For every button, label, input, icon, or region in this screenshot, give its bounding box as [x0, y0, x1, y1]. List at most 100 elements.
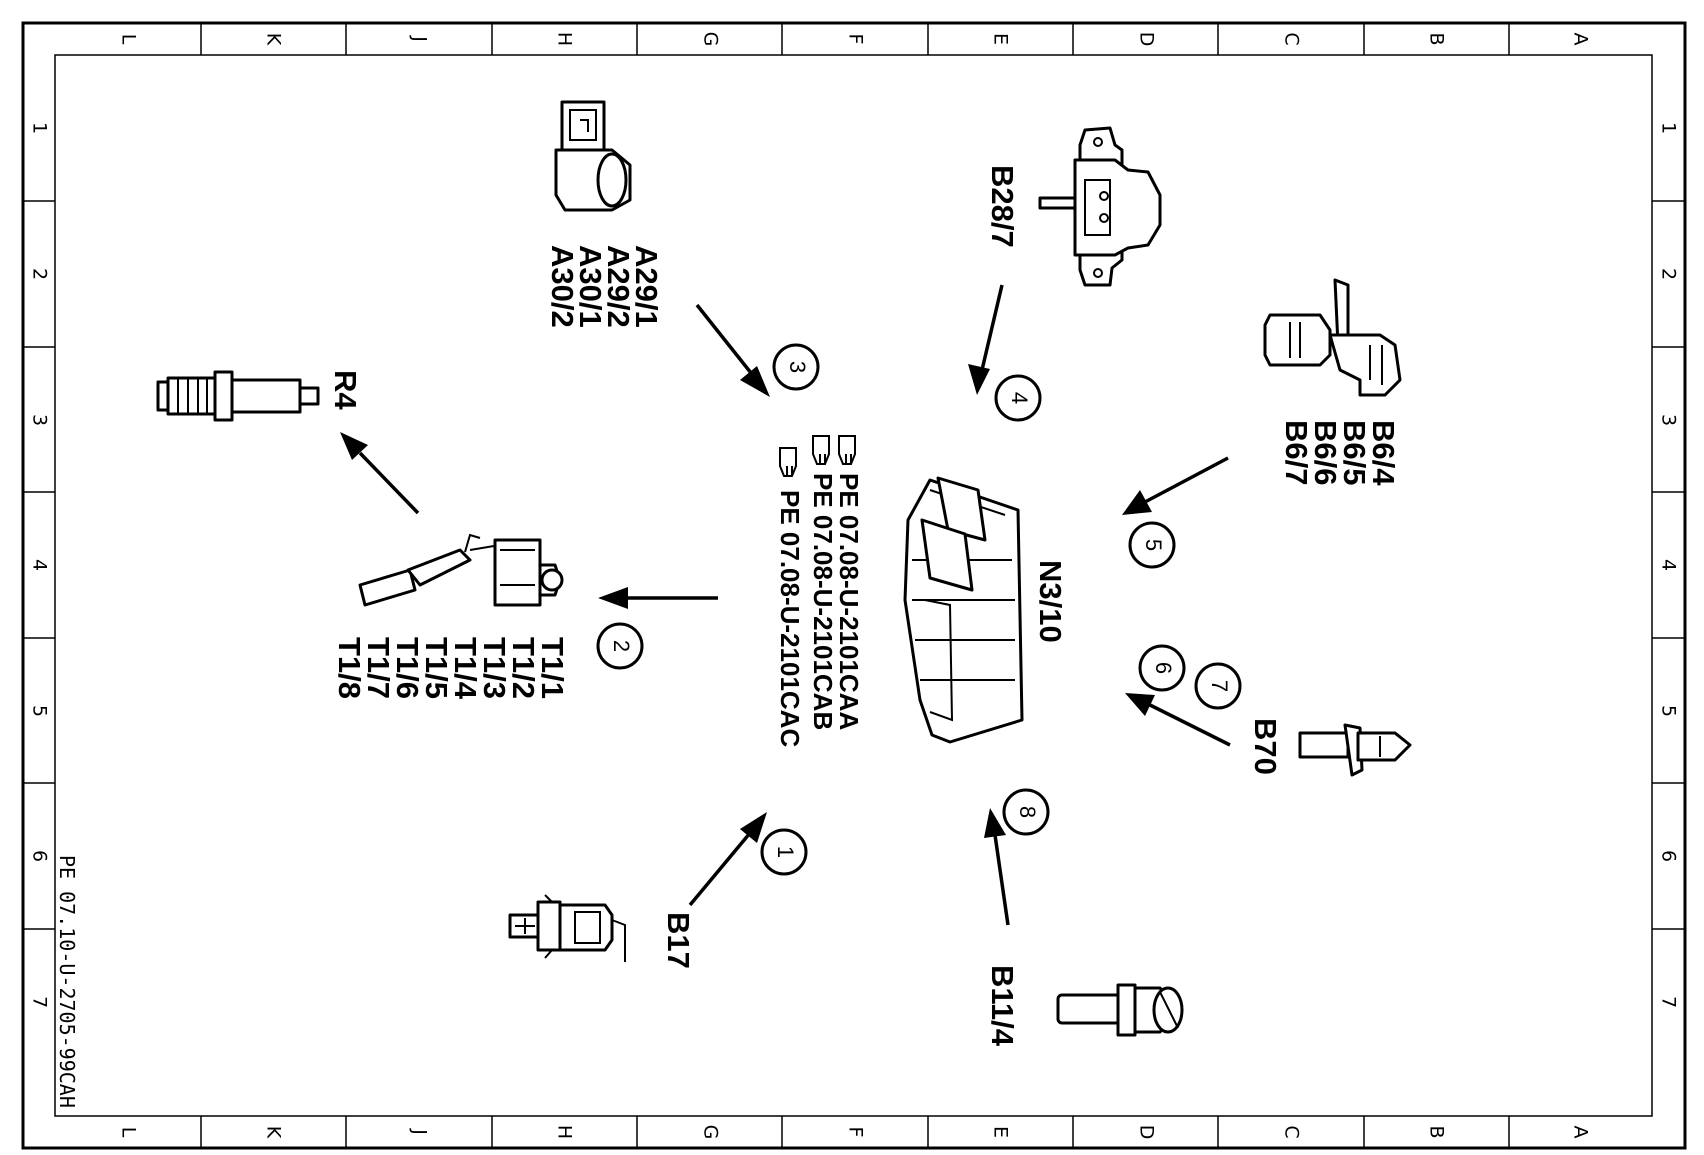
- row-label: 2: [29, 268, 51, 280]
- label-b17: B17: [661, 912, 696, 969]
- col-label: D: [1136, 32, 1158, 47]
- callout-8: 8: [1002, 788, 1050, 836]
- col-label: D: [1136, 1125, 1158, 1140]
- col-label: C: [1281, 1125, 1303, 1138]
- row-label: 1: [29, 122, 51, 134]
- column-labels-top: L K J H G F E D C B A: [118, 32, 1592, 47]
- injector-a29-a30: [554, 100, 632, 212]
- hand-pointer-icon: [812, 435, 830, 465]
- svg-text:5: 5: [1141, 539, 1166, 551]
- col-label: G: [700, 32, 722, 47]
- label-b6-4: B6/4: [1366, 420, 1401, 486]
- label-t1-1: T1/1: [535, 637, 570, 699]
- label-b28-7: B28/7: [985, 165, 1020, 248]
- ignition-coil-t1: [358, 533, 564, 607]
- label-b6-6: B6/6: [1308, 420, 1343, 485]
- arrow-step-2: [598, 587, 718, 609]
- drawing-frame: [21, 21, 1687, 1150]
- row-label: 4: [29, 559, 51, 571]
- label-t1-4: T1/4: [448, 637, 483, 700]
- svg-text:3: 3: [785, 361, 810, 373]
- callout-7: 7: [1194, 662, 1242, 710]
- label-b70: B70: [1248, 718, 1283, 775]
- col-label: E: [990, 1126, 1012, 1138]
- col-label: L: [118, 1127, 140, 1138]
- row-labels-left: 1 2 3 4 5 6 7: [29, 122, 51, 1008]
- row-label: 2: [1658, 268, 1680, 280]
- svg-text:8: 8: [1015, 806, 1040, 818]
- col-label: H: [554, 1125, 576, 1139]
- col-label: A: [1570, 33, 1592, 46]
- label-t1-7: T1/7: [361, 637, 396, 699]
- col-label: L: [118, 34, 140, 45]
- arrow-step-8: [984, 808, 1010, 926]
- crankshaft-sensor-b70: [1298, 723, 1412, 777]
- hand-pointer-icon: [779, 447, 797, 477]
- row-label: 6: [1658, 850, 1680, 862]
- svg-text:2: 2: [609, 640, 634, 652]
- callout-5: 5: [1128, 521, 1176, 569]
- reference-cab: PE 07.08-U-2101CAB: [808, 473, 838, 730]
- control-unit-n3-10: N3/10: [903, 476, 1068, 744]
- camshaft-sensor-b6: [1263, 278, 1402, 397]
- row-label: 3: [29, 414, 51, 426]
- spark-plug-r4: [156, 370, 320, 422]
- col-label: H: [554, 32, 576, 46]
- callout-2: 2: [596, 622, 644, 670]
- pressure-sensor-b28-7: [1038, 126, 1162, 287]
- row-label: 5: [29, 705, 51, 717]
- row-label: 7: [1658, 996, 1680, 1008]
- row-label: 1: [1658, 122, 1680, 134]
- col-label: F: [845, 34, 867, 45]
- col-label: F: [845, 1127, 867, 1138]
- col-label: J: [409, 1128, 431, 1135]
- col-label: C: [1281, 32, 1303, 45]
- label-n3-10: N3/10: [1033, 560, 1068, 643]
- col-label: E: [990, 33, 1012, 45]
- label-a30-1: A30/1: [573, 245, 608, 328]
- label-b6-5: B6/5: [1337, 420, 1372, 485]
- row-labels-right: 1 2 3 4 5 6 7: [1658, 122, 1680, 1008]
- col-label: K: [263, 1126, 285, 1139]
- row-label: 3: [1658, 414, 1680, 426]
- row-label: 7: [29, 996, 51, 1008]
- callout-6: 6: [1138, 644, 1186, 692]
- label-a29-2: A29/2: [601, 245, 636, 328]
- label-b11-4: B11/4: [985, 965, 1020, 1047]
- column-labels-bottom: L K J H G F E D C B A: [118, 1125, 1592, 1140]
- reference-caa: PE 07.08-U-2101CAA: [834, 473, 864, 730]
- svg-text:4: 4: [1007, 392, 1032, 404]
- air-temp-sensor-b17: [508, 894, 626, 962]
- arrow-step-5: [1122, 456, 1229, 515]
- arrow-step-6-7: [1125, 693, 1231, 747]
- arrow-step-4: [968, 284, 1004, 395]
- row-label: 4: [1658, 559, 1680, 571]
- arrow-step-1: [688, 812, 767, 907]
- document-code: PE 07.10-U-2705-99CAH: [55, 855, 79, 1108]
- label-a30-2: A30/2: [545, 245, 580, 328]
- col-label: B: [1426, 1125, 1448, 1138]
- label-a29-1: A29/1: [629, 245, 664, 328]
- svg-text:6: 6: [1151, 662, 1176, 674]
- svg-text:1: 1: [773, 846, 798, 858]
- col-label: G: [700, 1125, 722, 1140]
- label-b6-7: B6/7: [1279, 420, 1314, 485]
- label-t1-5: T1/5: [419, 637, 454, 699]
- col-label: B: [1426, 32, 1448, 45]
- label-t1-8: T1/8: [332, 637, 367, 699]
- center-references: PE 07.08-U-2101CAA PE 07.08-U-2101CAB PE…: [775, 435, 864, 747]
- temperature-sensor-b11-4: [1056, 983, 1184, 1037]
- row-label: 5: [1658, 705, 1680, 717]
- label-t1-2: T1/2: [506, 637, 541, 699]
- reference-cac: PE 07.08-U-2101CAC: [775, 490, 805, 747]
- arrow-to-r4: [340, 432, 420, 515]
- label-t1-3: T1/3: [477, 637, 512, 699]
- row-label: 6: [29, 850, 51, 862]
- callout-3: 3: [772, 343, 820, 391]
- callout-4: 4: [994, 374, 1042, 422]
- label-t1-6: T1/6: [390, 637, 425, 699]
- arrow-step-3: [695, 303, 770, 397]
- col-label: A: [1570, 1126, 1592, 1139]
- hand-pointer-icon: [838, 435, 856, 465]
- callout-1: 1: [760, 828, 808, 876]
